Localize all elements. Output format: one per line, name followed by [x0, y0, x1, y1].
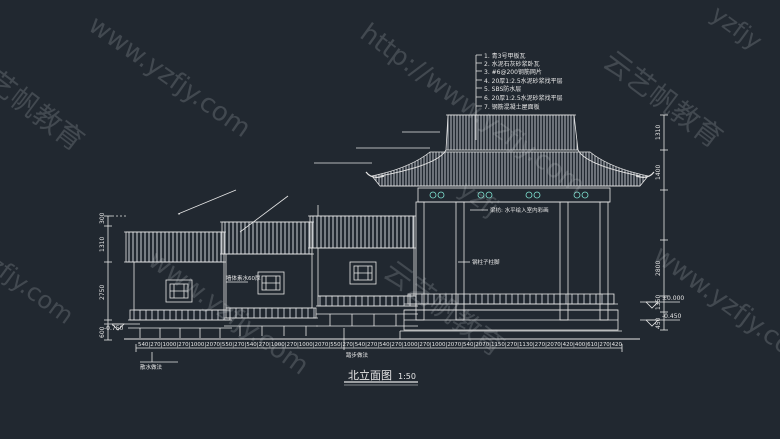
elevation-right-bottom: -0.450 — [662, 313, 682, 320]
right-dimension-labels: 1310 1400 2800 1350 450 — [655, 125, 662, 329]
note-base: 散水做法 — [140, 363, 163, 371]
left-dimension-labels: 300 1310 2750 600 — [99, 212, 106, 338]
bottom-dimension-line — [135, 344, 623, 352]
legend-item-7: 7. 钢筋混凝土屋面板 — [484, 103, 540, 111]
bottom-dimension-labels: 540|270|1000|270|1000|2070|550|270|540|2… — [138, 342, 622, 348]
middle-corridor-2 — [308, 215, 418, 327]
drawing-title: 北立面图 — [348, 368, 392, 382]
right-dim-2800: 2800 — [655, 261, 662, 276]
left-dim-1310: 1310 — [99, 237, 106, 252]
right-dim-1310: 1310 — [655, 125, 662, 140]
pavilion-upper-roof — [445, 114, 579, 151]
legend-item-5: 5. SBS防水层 — [484, 85, 521, 93]
legend-item-6: 6. 20厚1:2.5水泥砂浆找平层 — [484, 94, 563, 102]
right-dimension-lines — [660, 114, 668, 331]
elevation-right-top: ±0.000 — [662, 295, 684, 302]
note-step: 踏步做法 — [346, 351, 369, 359]
middle-lattice-window-2 — [349, 261, 377, 285]
legend-item-4: 4. 20厚1:2.5水泥砂浆找平层 — [484, 77, 563, 85]
right-dim-1350: 1350 — [655, 295, 662, 310]
left-roof-tiles — [125, 231, 225, 263]
middle-roof-tiles-1 — [221, 221, 313, 255]
legend-item-1: 1. 青3号甲板瓦 — [484, 52, 525, 60]
legend-item-2: 2. 水泥石灰砂浆卧瓦 — [484, 60, 540, 68]
left-wall — [133, 261, 225, 311]
left-dimension-lines — [104, 215, 126, 341]
middle-lattice-window-1 — [257, 271, 285, 295]
elevation-markers — [104, 301, 680, 331]
main-pavilion — [365, 114, 655, 332]
left-lattice-window — [165, 279, 193, 303]
left-corridor — [124, 231, 232, 340]
legend-item-3: 3. #6@200钢筋网片 — [484, 68, 542, 76]
elevation-left: -0.750 — [104, 325, 124, 332]
left-dim-600: 600 — [99, 326, 106, 338]
pavilion-lower-roof — [371, 151, 649, 187]
note-beam: 梁枋: 水平绘入室内彩画 — [490, 206, 549, 214]
note-column: 钢柱子柱脚 — [472, 258, 500, 266]
middle-roof-tiles-2 — [309, 215, 415, 249]
note-wall: 墙体素水60厚 — [226, 274, 261, 282]
left-dim-300: 300 — [99, 212, 106, 224]
drawing-scale: 1:50 — [398, 372, 416, 381]
left-dim-2750: 2750 — [99, 285, 106, 300]
left-railing — [129, 309, 231, 321]
leader-lines — [140, 54, 488, 363]
right-dim-1400: 1400 — [655, 165, 662, 180]
material-legend: 1. 青3号甲板瓦 2. 水泥石灰砂浆卧瓦 3. #6@200钢筋网片 4. 2… — [484, 52, 563, 111]
right-dim-450: 450 — [655, 317, 662, 329]
